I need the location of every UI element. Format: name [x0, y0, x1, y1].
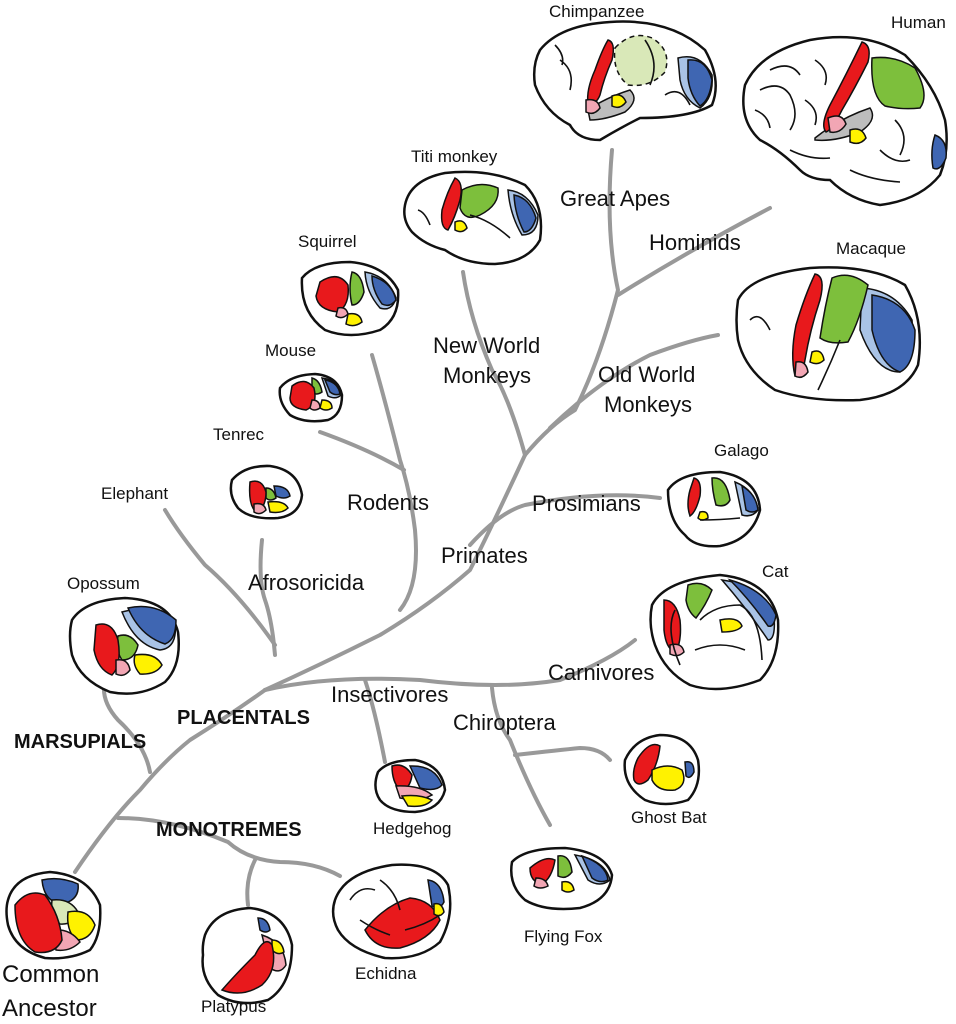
label-great-apes: Great Apes: [560, 186, 670, 211]
brain-chimpanzee: [532, 20, 717, 142]
brain-squirrel: [300, 260, 400, 337]
brain-mouse: [278, 372, 344, 423]
branch-platypus: [245, 858, 257, 907]
branch-mouse: [318, 430, 406, 472]
label-hedgehog: Hedgehog: [373, 819, 451, 838]
label-mouse: Mouse: [265, 341, 316, 360]
brain-human: [742, 35, 948, 207]
brain-echidna: [331, 863, 452, 960]
branch-elephant: [163, 508, 277, 647]
branch-old-world: [548, 333, 720, 430]
label-macaque: Macaque: [836, 239, 906, 258]
clade-labels: Great Apes Hominids New World Monkeys Ol…: [248, 186, 741, 735]
brain-opossum: [68, 596, 180, 695]
group-labels: PLACENTALS MARSUPIALS MONOTREMES: [14, 707, 310, 841]
brain-tenrec: [229, 464, 304, 520]
branch-new-world: [461, 270, 527, 457]
label-rodents: Rodents: [347, 490, 429, 515]
label-new-world-line2: Monkeys: [443, 363, 531, 388]
branch-marsupials: [101, 678, 152, 774]
label-galago: Galago: [714, 441, 769, 460]
label-human: Human: [891, 13, 946, 32]
brain-platypus: [201, 906, 294, 1005]
label-squirrel: Squirrel: [298, 232, 357, 251]
branch-prosimians: [468, 493, 662, 547]
branch-rodents: [370, 353, 418, 612]
label-titi-monkey: Titi monkey: [411, 147, 498, 166]
label-chimpanzee: Chimpanzee: [549, 2, 644, 21]
branch-afrosoricida: [258, 538, 277, 657]
label-carnivores: Carnivores: [548, 660, 654, 685]
label-opossum: Opossum: [67, 574, 140, 593]
label-new-world-line1: New World: [433, 333, 540, 358]
brain-hedgehog: [374, 758, 447, 814]
label-hominids: Hominids: [649, 230, 741, 255]
label-marsupials: MARSUPIALS: [14, 731, 146, 753]
label-echidna: Echidna: [355, 964, 417, 983]
brain-titi-monkey: [403, 170, 543, 266]
brain-cat: [649, 573, 780, 691]
branch-chiroptera: [490, 686, 552, 827]
branch-insectivores: [363, 678, 387, 764]
label-monotremes: MONOTREMES: [156, 819, 302, 841]
label-primates: Primates: [441, 543, 528, 568]
label-old-world-line2: Monkeys: [604, 392, 692, 417]
branch-ghost-bat: [513, 746, 612, 762]
label-common-ancestor-line1: Common: [2, 961, 99, 988]
label-afrosoricida: Afrosoricida: [248, 570, 365, 595]
brain-macaque: [735, 266, 922, 402]
label-cat: Cat: [762, 562, 789, 581]
label-tenrec: Tenrec: [213, 425, 265, 444]
label-flying-fox: Flying Fox: [524, 927, 603, 946]
label-platypus: Platypus: [201, 997, 266, 1016]
brain-ghost-bat: [623, 733, 701, 806]
label-insectivores: Insectivores: [331, 682, 448, 707]
branch-monotremes-trunk: [116, 816, 342, 878]
label-prosimians: Prosimians: [532, 491, 641, 516]
label-ghost-bat: Ghost Bat: [631, 808, 707, 827]
branch-carnivores: [263, 638, 637, 692]
label-chiroptera: Chiroptera: [453, 710, 556, 735]
label-elephant: Elephant: [101, 484, 168, 503]
label-placentals: PLACENTALS: [177, 707, 310, 729]
branch-root-trunk: [73, 688, 267, 874]
brain-galago: [666, 470, 762, 548]
label-old-world-line1: Old World: [598, 362, 695, 387]
label-common-ancestor-line2: Ancestor: [2, 995, 97, 1022]
brain-flying-fox: [510, 846, 614, 911]
tree-branches: [73, 148, 772, 907]
branch-hominids: [616, 206, 772, 297]
brain-common-ancestor: [5, 870, 102, 960]
